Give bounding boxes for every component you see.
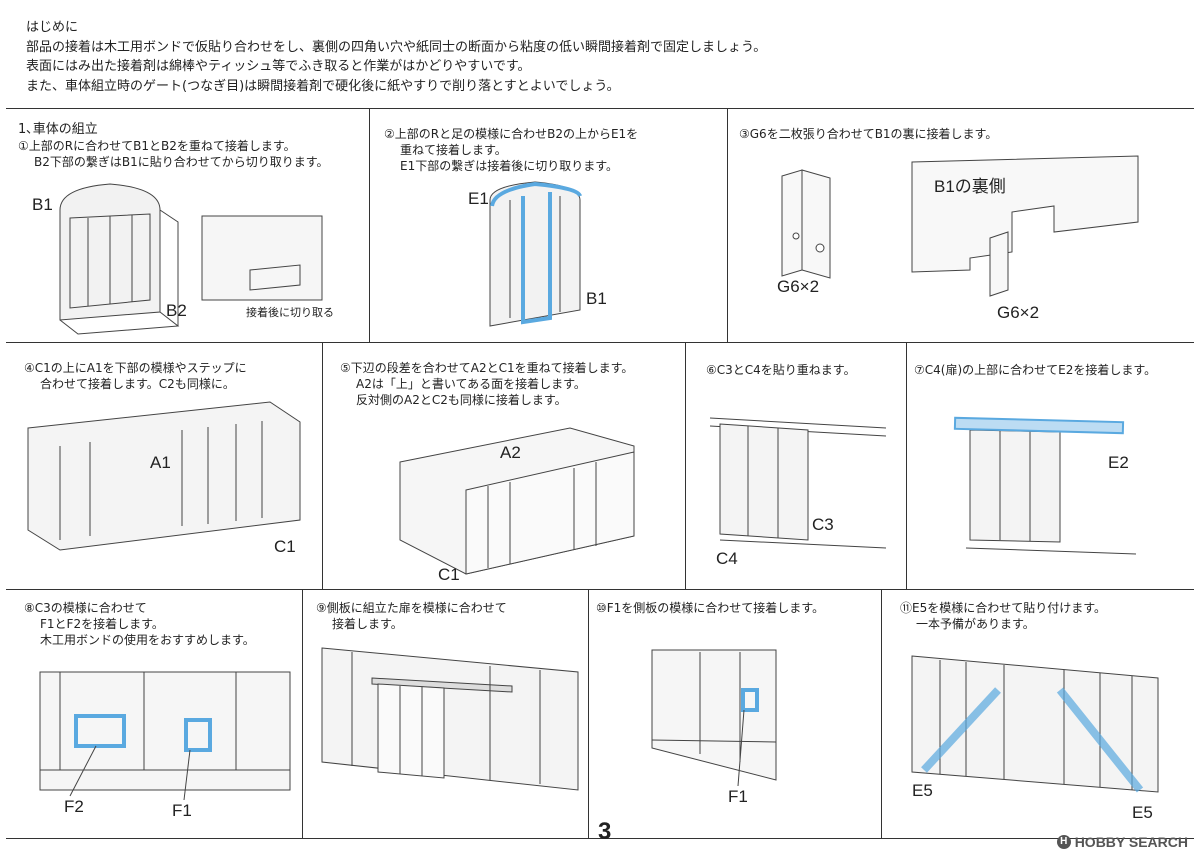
label-g6-right: G6×2 <box>997 303 1039 322</box>
label-e5-right: E5 <box>1132 803 1153 822</box>
step-line: ①上部のRに合わせてB1とB2を重ねて接着します。 <box>18 139 296 153</box>
divider-bottom <box>6 838 1194 839</box>
divider-row-2 <box>6 342 1194 343</box>
label-b1: B1 <box>586 289 607 308</box>
label-c3: C3 <box>812 515 834 534</box>
divider-v <box>588 589 589 838</box>
divider-v <box>302 589 303 838</box>
step-7-text: ⑦C4(扉)の上部に合わせてE2を接着します。 <box>914 362 1156 378</box>
intro-heading: はじめに <box>26 20 79 35</box>
brand-logo-icon: H <box>1056 835 1071 849</box>
step-line: ⑩F1を側板の模様に合わせて接着します。 <box>596 601 825 615</box>
label-e1: E1 <box>468 189 489 208</box>
label-e2: E2 <box>1108 453 1129 472</box>
label-a1: A1 <box>150 453 171 472</box>
page-number: 3 <box>598 818 612 845</box>
step-line: 反対側のA2とC2も同様に接着します。 <box>356 393 567 407</box>
label-f1: F1 <box>728 787 748 806</box>
divider-row-3 <box>6 589 1194 590</box>
cut-note: 接着後に切り取る <box>246 305 334 319</box>
step-line: ⑨側板に組立た扉を模様に合わせて <box>316 601 507 615</box>
brand-watermark: H HOBBY SEARCH <box>1056 834 1188 850</box>
step-10-text: ⑩F1を側板の模様に合わせて接着します。 <box>596 600 824 616</box>
divider-v <box>369 108 370 342</box>
intro-line-2: 表面にはみ出た接着剤は綿棒やティッシュ等でふき取ると作業がはかどりやすいです。 <box>26 59 531 74</box>
label-c1: C1 <box>438 565 460 584</box>
label-g6-left: G6×2 <box>777 277 819 296</box>
label-f2: F2 <box>64 797 84 816</box>
step-line: ③G6を二枚張り合わせてB1の裏に接着します。 <box>739 127 998 141</box>
step-6-text: ⑥C3とC4を貼り重ねます。 <box>706 362 856 378</box>
step-line: ⑧C3の模様に合わせて <box>24 601 147 615</box>
step-line: A2は「上」と書いてある面を接着します。 <box>356 377 586 391</box>
step-line: ⑪E5を模様に合わせて貼り付けます。 <box>900 601 1107 615</box>
label-c4: C4 <box>716 549 738 568</box>
step-3-text: ③G6を二枚張り合わせてB1の裏に接着します。 <box>739 126 997 142</box>
divider-v <box>727 108 728 342</box>
label-c1: C1 <box>274 537 296 556</box>
label-b1-back: B1の裏側 <box>934 176 1006 196</box>
step-line: ⑥C3とC4を貼り重ねます。 <box>706 363 856 377</box>
step-line: F1とF2を接着します。 <box>40 617 164 631</box>
step-line: ⑦C4(扉)の上部に合わせてE2を接着します。 <box>914 363 1157 377</box>
divider-v <box>322 342 323 589</box>
step-1-text: 1､車体の組立 ①上部のRに合わせてB1とB2を重ねて接着します。 B2下部の繋… <box>18 122 329 170</box>
step-line: 重ねて接着します。 <box>400 143 507 157</box>
intro-line-1: 部品の接着は木工用ボンドで仮貼り合わせをし、裏側の四角い穴や紙同士の断面から粘度… <box>26 39 767 55</box>
label-f1: F1 <box>172 801 192 820</box>
step-line: 木工用ボンドの使用をおすすめします。 <box>40 633 255 647</box>
label-e5-left: E5 <box>912 781 933 800</box>
step-5-text: ⑤下辺の段差を合わせてA2とC1を重ねて接着します。 A2は「上」と書いてある面… <box>340 360 633 408</box>
brand-name: HOBBY SEARCH <box>1074 834 1188 850</box>
step-line: 一本予備があります。 <box>916 617 1035 631</box>
step-line: E1下部の繋ぎは接着後に切り取ります。 <box>400 159 619 173</box>
label-b1: B1 <box>32 195 53 214</box>
divider-row-1 <box>6 108 1194 109</box>
label-b2: B2 <box>166 301 187 320</box>
step-line: ④C1の上にA1を下部の模様やステップに <box>24 361 247 375</box>
step-line: ②上部のRと足の模様に合わせB2の上からE1を <box>384 127 639 141</box>
label-a2: A2 <box>500 443 521 462</box>
step-line: ⑤下辺の段差を合わせてA2とC1を重ねて接着します。 <box>340 361 634 375</box>
step-2-text: ②上部のRと足の模様に合わせB2の上からE1を 重ねて接着します。 E1下部の繋… <box>384 126 638 174</box>
divider-v <box>685 342 686 589</box>
step-11-text: ⑪E5を模様に合わせて貼り付けます。 一本予備があります。 <box>900 600 1106 632</box>
step-4-text: ④C1の上にA1を下部の模様やステップに 合わせて接着します。C2も同様に。 <box>24 360 247 392</box>
divider-v <box>906 342 907 589</box>
section-title: 1､車体の組立 <box>18 122 98 137</box>
step-line: B2下部の繋ぎはB1に貼り合わせてから切り取ります。 <box>34 155 329 169</box>
intro-block: はじめに 部品の接着は木工用ボンドで仮貼り合わせをし、裏側の四角い穴や紙同士の断… <box>26 18 766 96</box>
step-line: 接着します。 <box>332 617 403 631</box>
step-line: 合わせて接着します。C2も同様に。 <box>40 377 235 391</box>
intro-line-3: また、車体組立時のゲート(つなぎ目)は瞬間接着剤で硬化後に紙やすりで削り落とすと… <box>26 78 620 94</box>
step-8-text: ⑧C3の模様に合わせて F1とF2を接着します。 木工用ボンドの使用をおすすめし… <box>24 600 255 648</box>
step-9-text: ⑨側板に組立た扉を模様に合わせて 接着します。 <box>316 600 507 632</box>
divider-v <box>881 589 882 838</box>
